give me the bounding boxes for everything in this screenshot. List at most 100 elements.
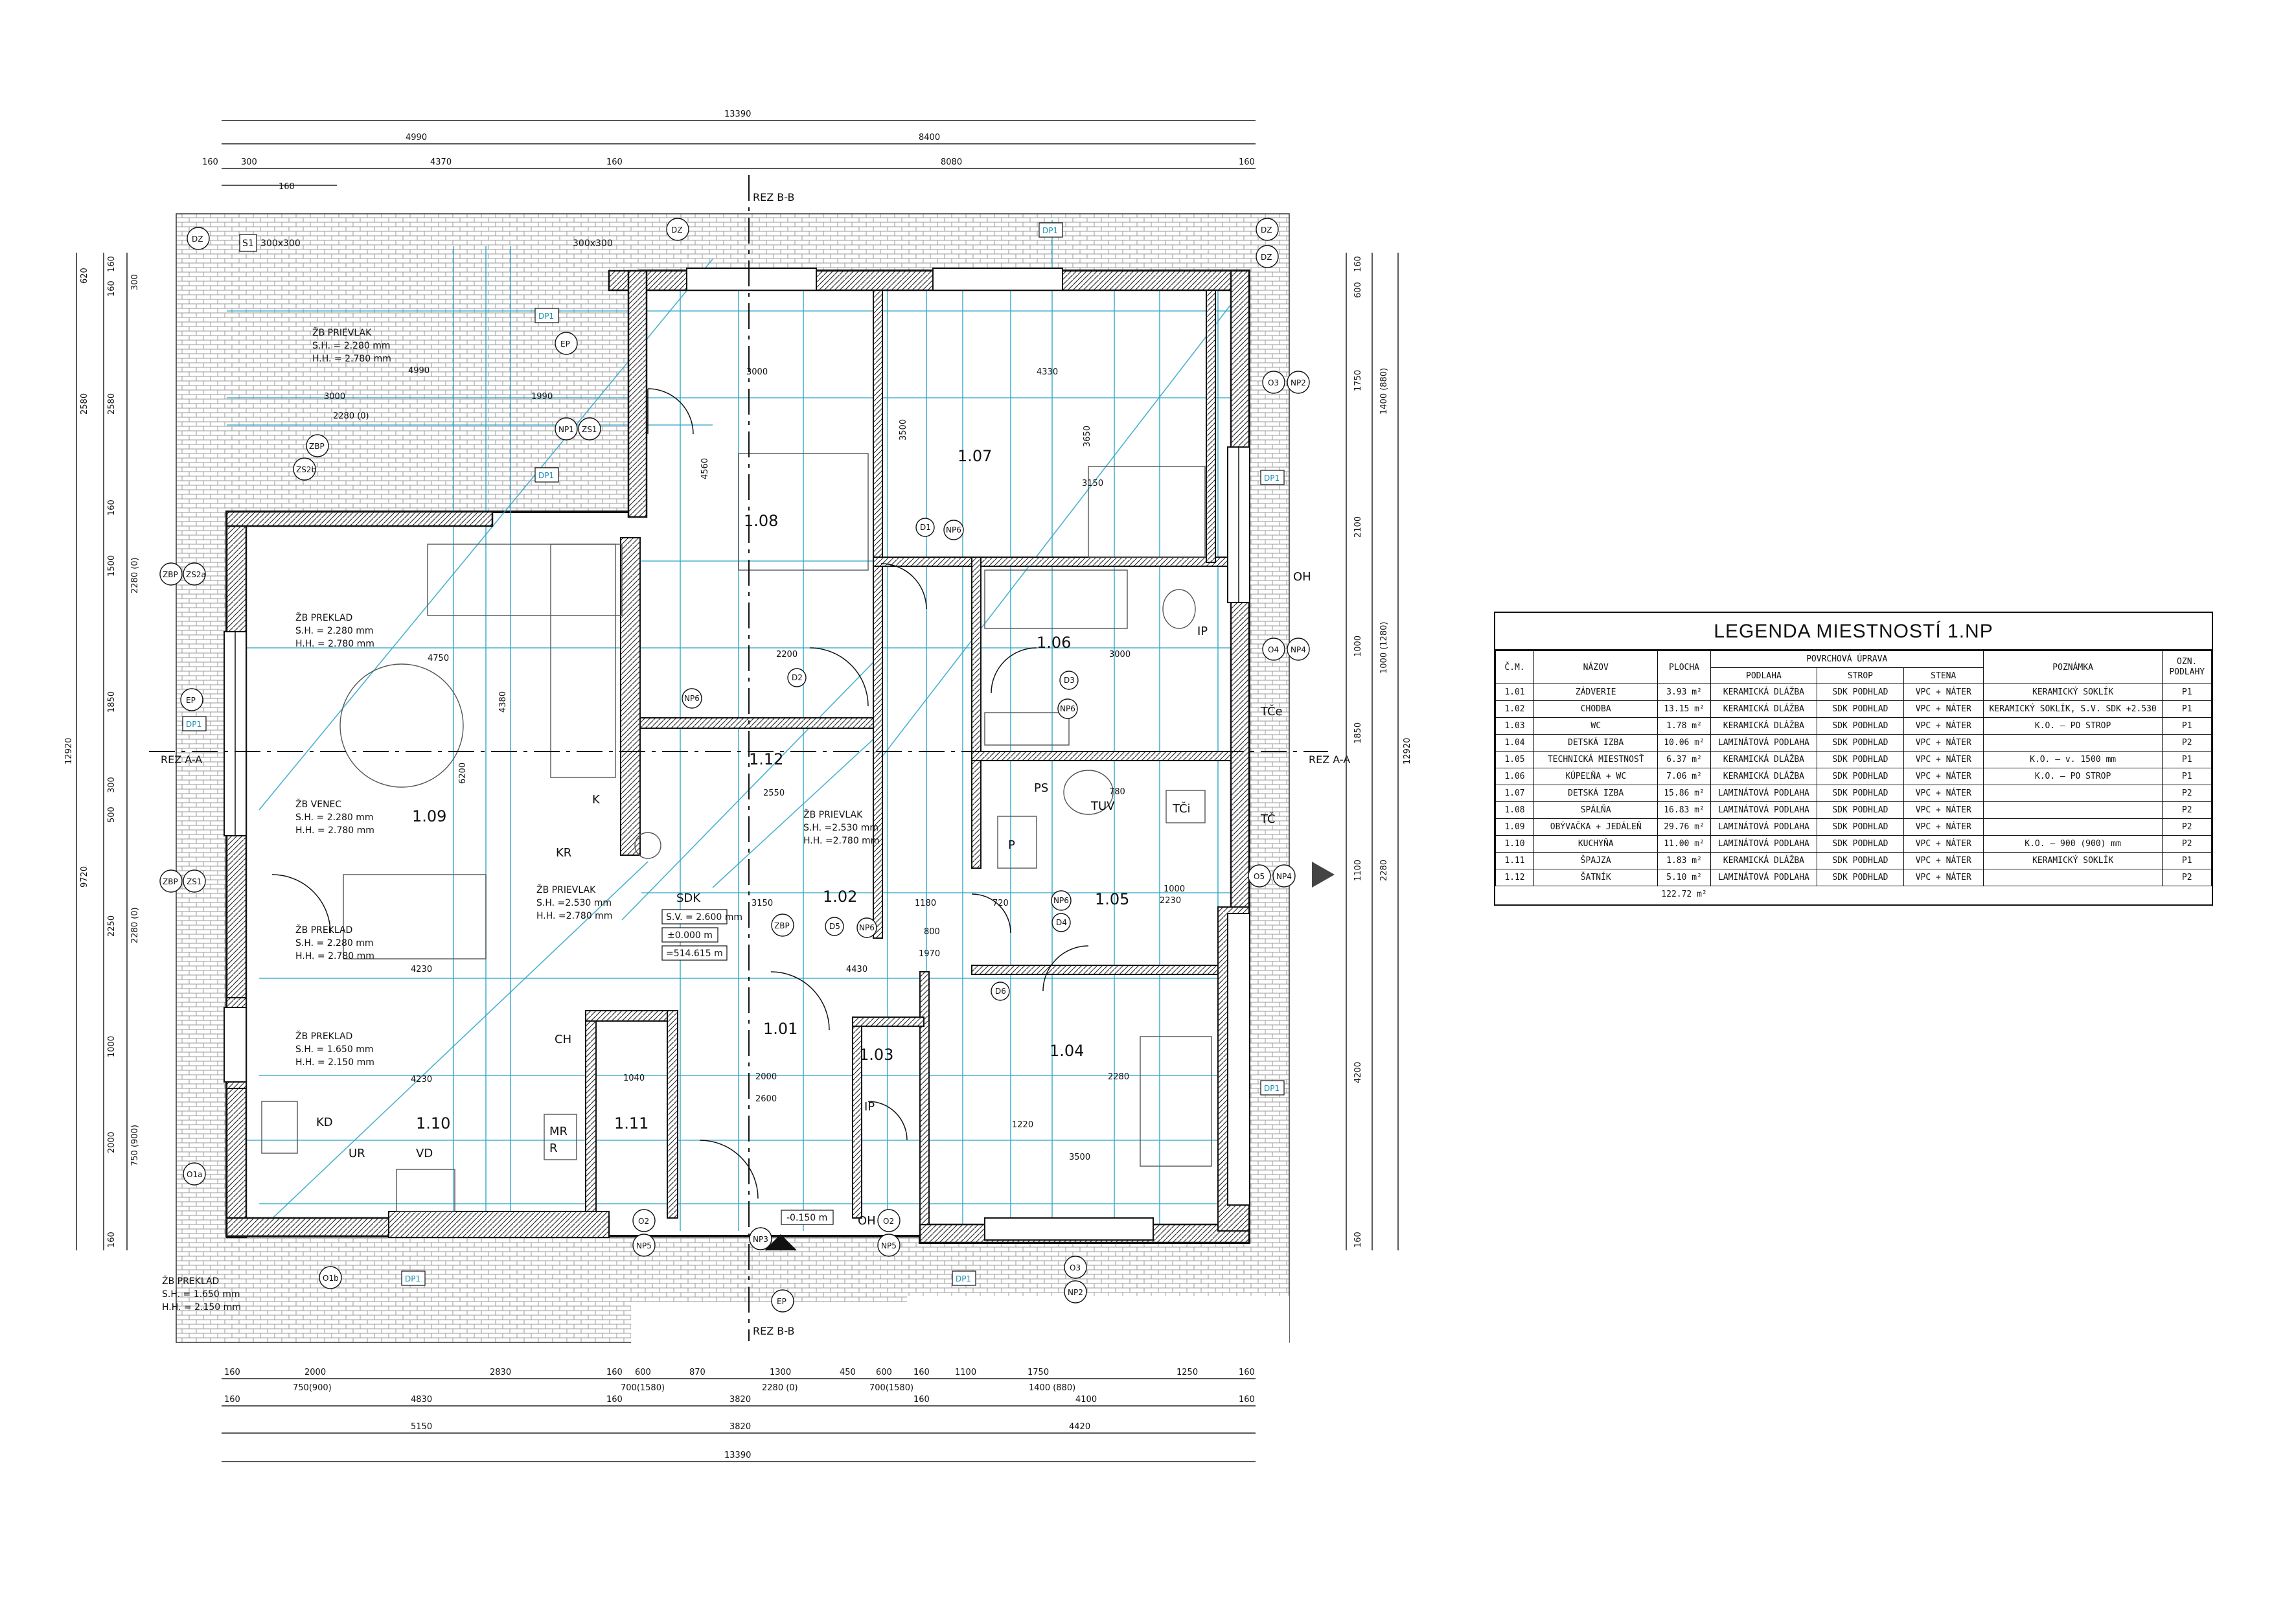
tag-np6-2-text: NP6	[684, 694, 700, 703]
note-sh-6: S.H. = 1.650 mm	[162, 1289, 240, 1300]
inner-dim-19: 4230	[411, 965, 432, 974]
legend-cell: KERAMICKÁ DLÁŽBA	[1710, 852, 1818, 869]
inner-dimensions: 3000 4330 4560 3500 3650 3150 4750 4380 …	[324, 366, 1185, 1162]
room-1-06: 1.06	[1037, 634, 1071, 652]
legend-cell: VPC + NÁTER	[1903, 683, 1984, 701]
room-1-09: 1.09	[412, 807, 446, 825]
dim-bottom-r2-3: 160	[606, 1395, 623, 1405]
legend-cell: SDK PODHLAD	[1817, 852, 1904, 869]
note-size-right: 300x300	[573, 238, 613, 249]
tag-o2-2-text: O2	[883, 1217, 894, 1226]
tag-dz-1-text: DZ	[192, 235, 203, 244]
dim-left-20: 160	[107, 1232, 117, 1248]
dim-bottom-r2-6: 4100	[1075, 1395, 1097, 1405]
tag-np6-1: NP6	[943, 520, 964, 540]
room-1-07: 1.07	[958, 447, 992, 465]
dim-bottom-13: 1250	[1177, 1368, 1198, 1377]
tag-np6-5: NP6	[856, 917, 877, 938]
tag-np5-2-text: NP5	[881, 1241, 897, 1250]
tag-np1-text: NP1	[558, 425, 574, 434]
tag-ep-3: EP	[771, 1289, 794, 1313]
label-tci: TČi	[1172, 801, 1191, 816]
note-zb-prievlak-1: ŽB PRIEVLAK	[312, 327, 372, 338]
label-ch: CH	[555, 1033, 571, 1046]
legend-table: Č.M. NÁZOV PLOCHA POVRCHOVÁ ÚPRAVA POZNÁ…	[1495, 650, 2212, 902]
dim-bottom-r3-1: 5150	[411, 1422, 432, 1432]
legend-cell: P1	[2162, 768, 2212, 785]
tag-o2-2: O2	[877, 1209, 901, 1232]
inner-dim-1: 3000	[746, 367, 768, 377]
inner-dim-13: 4990	[408, 366, 430, 376]
note-hh-5: H.H. = 2.150 mm	[295, 1057, 374, 1068]
legend-cell: KERAMICKÝ SOKLÍK	[1982, 852, 2163, 869]
legend-cell: SDK PODHLAD	[1817, 835, 1904, 853]
legend-cell	[1982, 818, 2163, 836]
windows	[224, 268, 1250, 1241]
dim-left-4: 300	[130, 274, 140, 290]
tag-o4: O4	[1262, 637, 1285, 661]
dim-bottom-overall: 13390	[724, 1451, 751, 1460]
tag-d5-text: D5	[829, 922, 840, 931]
legend-cell: SDK PODHLAD	[1817, 751, 1904, 768]
tag-zbp-2: ZBP	[159, 562, 183, 586]
legend-cell: SDK PODHLAD	[1817, 700, 1904, 718]
tag-o5: O5	[1248, 864, 1271, 888]
dim-left-13: 500	[107, 807, 117, 823]
dim-left-7: 160	[107, 500, 117, 516]
tag-d6: D6	[991, 982, 1010, 1001]
tag-zs1-1: ZS1	[578, 417, 601, 441]
room-1-05: 1.05	[1095, 890, 1129, 908]
legend-cell: 1.10	[1495, 835, 1534, 853]
dim-bottom-r2-1: 160	[224, 1395, 240, 1405]
tag-zs1-2-text: ZS1	[187, 877, 201, 886]
tag-np6-5-text: NP6	[859, 923, 875, 932]
tag-o3-2-text: O3	[1070, 1263, 1081, 1272]
legend-cell: 6.37 m²	[1657, 751, 1711, 768]
tag-d4: D4	[1051, 913, 1071, 932]
legend-cell: SDK PODHLAD	[1817, 768, 1904, 785]
legend-cell: SDK PODHLAD	[1817, 683, 1904, 701]
legend-cell: 1.06	[1495, 768, 1534, 785]
tag-dp1-3-text: DP1	[538, 471, 554, 480]
legend-cell: KERAMICKÁ DLÁŽBA	[1710, 717, 1818, 735]
room-1-01: 1.01	[763, 1020, 798, 1038]
legend-cell: SDK PODHLAD	[1817, 869, 1904, 886]
tag-dp1-8-text: DP1	[956, 1274, 971, 1283]
dim-left-5: 2580	[80, 393, 89, 415]
tag-o4-text: O4	[1268, 645, 1279, 654]
legend-cell	[1982, 869, 2163, 886]
tag-dz-4-text: DZ	[1261, 253, 1272, 262]
inner-dim-8: 4380	[498, 691, 508, 713]
dim-bottom-6: 870	[689, 1368, 706, 1377]
dim-top-160a: 160	[202, 157, 218, 167]
doors	[271, 388, 1089, 1199]
tag-dp1-7: DP1	[401, 1270, 426, 1286]
tag-d6-text: D6	[995, 987, 1006, 996]
legend-cell: VPC + NÁTER	[1903, 717, 1984, 735]
room-1-02: 1.02	[823, 888, 857, 906]
legend-cell: 1.04	[1495, 734, 1534, 752]
inner-dim-14: 2200	[776, 650, 798, 660]
top-dimensions: 13390 4990 8400 160 300 4370 160 8080 16…	[202, 109, 1256, 192]
tag-dp1-8: DP1	[952, 1270, 976, 1286]
tag-np2-1-text: NP2	[1291, 378, 1306, 387]
legend-cell: VPC + NÁTER	[1903, 852, 1984, 869]
col-ozn: OZN. PODLAHY	[2162, 650, 2212, 684]
label-p: P	[1008, 838, 1015, 852]
tag-o1b-text: O1b	[323, 1274, 339, 1283]
legend-cell: KERAMICKÝ SOKLÍK, S.V. SDK +2.530	[1982, 700, 2163, 718]
tag-np6-4-text: NP6	[1053, 896, 1069, 905]
legend-cell: KERAMICKÁ DLÁŽBA	[1710, 683, 1818, 701]
dim-left-8: 1500	[107, 555, 117, 577]
legend-cell: 1.08	[1495, 801, 1534, 819]
dim-right-9: 1850	[1353, 722, 1363, 744]
tag-zs2a: ZS2a	[183, 562, 206, 586]
dim-bottom-14: 160	[1239, 1368, 1255, 1377]
label-sdk: SDK	[676, 891, 701, 905]
tag-dz-1: DZ	[187, 227, 210, 250]
inner-dim-53: 3000	[1109, 650, 1131, 660]
tag-np3-text: NP3	[753, 1235, 768, 1244]
